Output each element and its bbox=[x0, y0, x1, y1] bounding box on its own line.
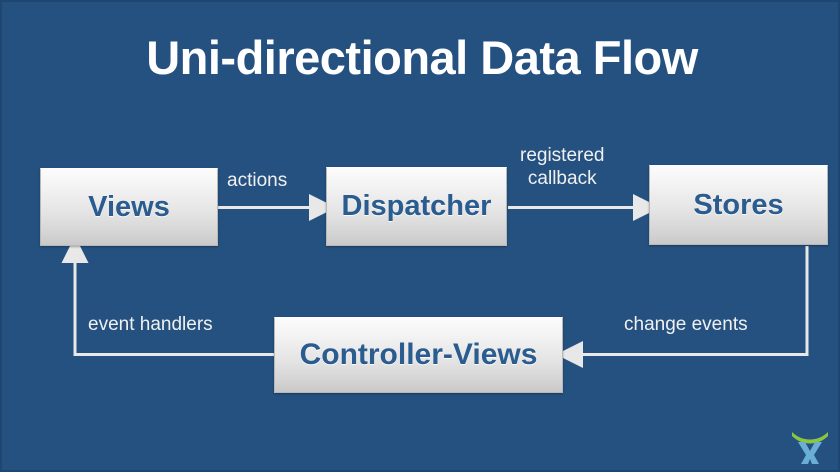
node-controller-views[interactable]: Controller-Views bbox=[274, 317, 563, 393]
node-views[interactable]: Views bbox=[40, 168, 218, 246]
edge-controller-to-views bbox=[61, 236, 274, 356]
edge-label-registered-callback: registered callback bbox=[520, 144, 605, 190]
logo-arc bbox=[792, 432, 828, 444]
node-dispatcher[interactable]: Dispatcher bbox=[326, 167, 507, 246]
edge-label-registered-callback-line2: callback bbox=[527, 168, 597, 189]
edge-label-event-handlers: event handlers bbox=[88, 314, 213, 335]
node-stores[interactable]: Stores bbox=[649, 165, 828, 245]
node-views-label: Views bbox=[88, 190, 170, 223]
node-controller-views-label: Controller-Views bbox=[299, 338, 538, 371]
edge-label-actions: actions bbox=[227, 170, 288, 191]
x-person-logo bbox=[792, 432, 828, 464]
edge-label-change-events: change events bbox=[624, 314, 748, 335]
node-stores-label: Stores bbox=[693, 188, 784, 221]
page-title: Uni-directional Data Flow bbox=[146, 31, 698, 84]
edge-label-registered-callback-line1: registered bbox=[520, 145, 605, 166]
node-dispatcher-label: Dispatcher bbox=[341, 190, 492, 222]
edge-stores-to-controller bbox=[556, 246, 809, 368]
logo-x-mark bbox=[798, 442, 822, 464]
